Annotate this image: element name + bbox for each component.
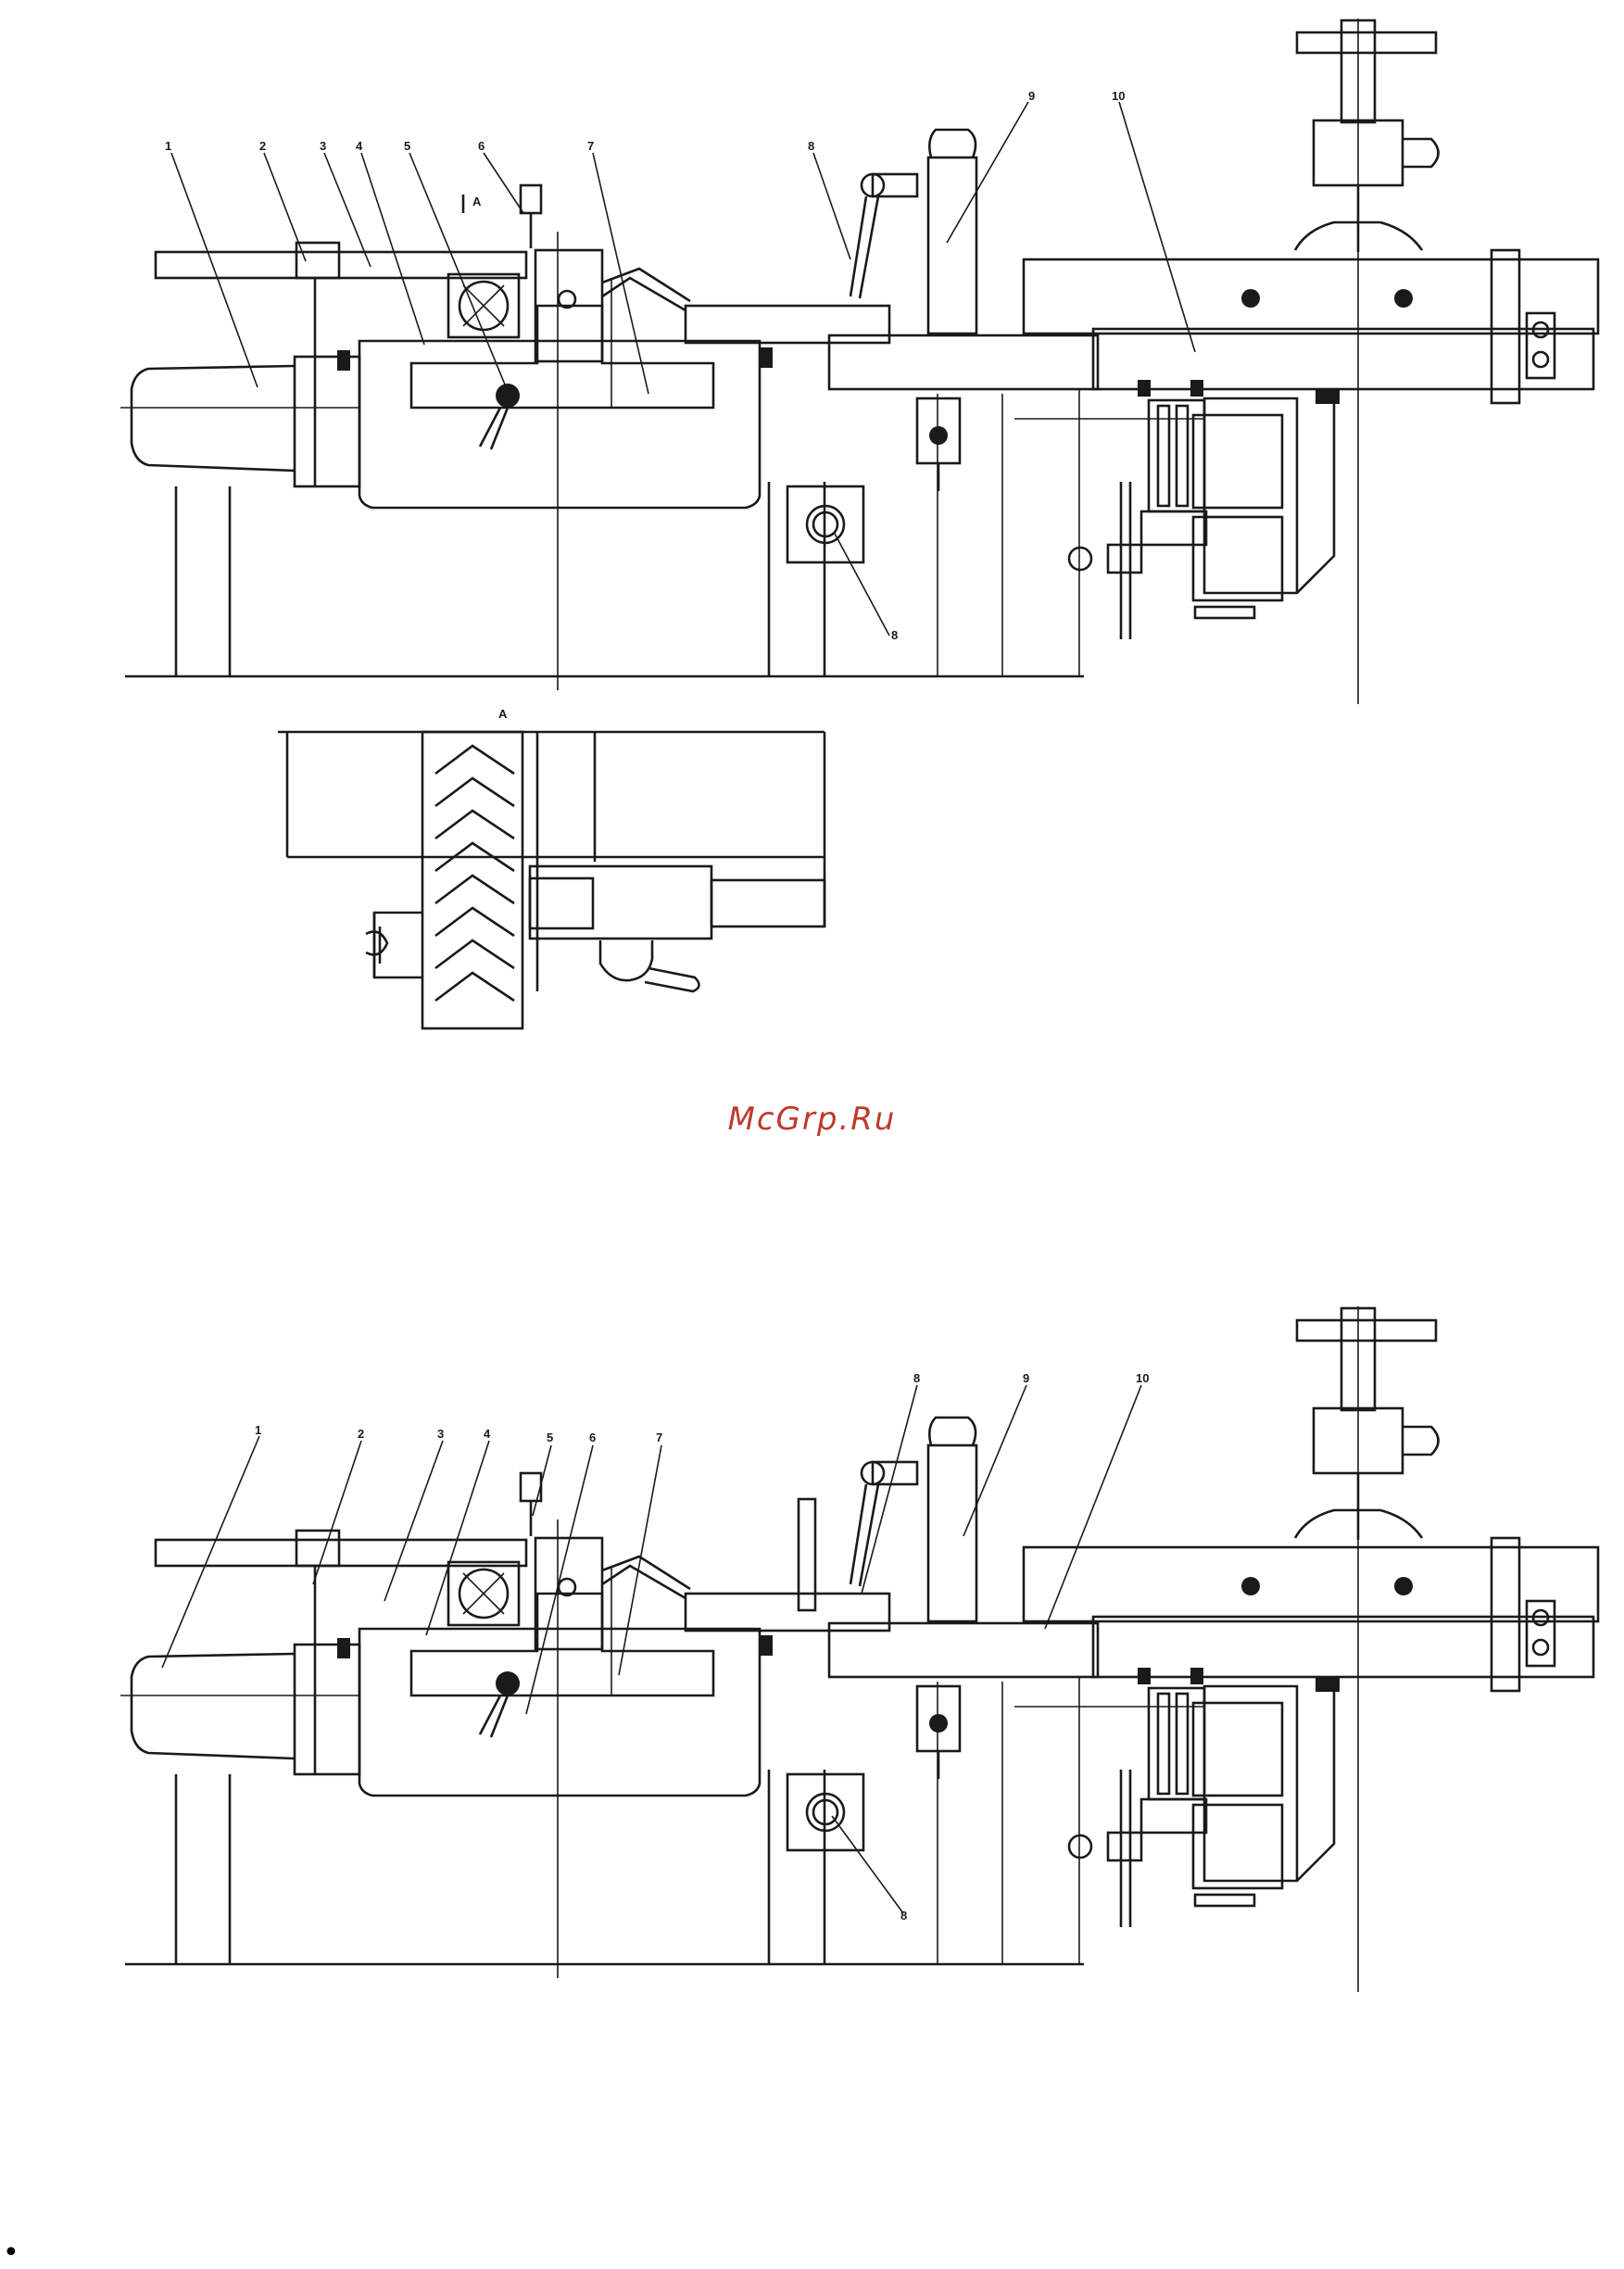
top-label-9: 9 xyxy=(1028,89,1035,103)
section-mark-a: A xyxy=(472,195,482,208)
top-label-4: 4 xyxy=(356,139,363,153)
bottom-label-9: 9 xyxy=(1023,1371,1029,1385)
top-label-8b: 8 xyxy=(891,628,898,642)
serrated-jaw xyxy=(435,746,514,1001)
bottom-label-8b: 8 xyxy=(900,1909,907,1922)
bottom-label-10: 10 xyxy=(1136,1371,1149,1385)
top-label-5: 5 xyxy=(404,139,410,153)
bottom-label-5: 5 xyxy=(547,1431,553,1444)
detail-label-a: A xyxy=(498,707,508,721)
bottom-label-3: 3 xyxy=(437,1427,444,1441)
watermark: McGrp.Ru xyxy=(0,1101,1624,1138)
bottom-label-1: 1 xyxy=(255,1423,261,1437)
top-label-2: 2 xyxy=(259,139,266,153)
top-label-6: 6 xyxy=(478,139,485,153)
bottom-label-8: 8 xyxy=(913,1371,920,1385)
bottom-label-4: 4 xyxy=(484,1427,491,1441)
bottom-part-labels: 1 2 3 4 5 6 7 8 9 10 8 xyxy=(255,1371,1149,1922)
top-label-3: 3 xyxy=(320,139,326,153)
bottom-label-2: 2 xyxy=(358,1427,364,1441)
top-machine-view xyxy=(120,19,1598,704)
top-label-8: 8 xyxy=(808,139,814,153)
bottom-leader-lines xyxy=(162,1385,1141,1913)
bottom-machine-view xyxy=(120,1306,1598,1992)
detail-a-view: A xyxy=(278,707,825,1028)
top-label-1: 1 xyxy=(165,139,171,153)
top-leader-lines xyxy=(171,102,1195,636)
bottom-label-6: 6 xyxy=(589,1431,596,1444)
bottom-label-7: 7 xyxy=(656,1431,662,1444)
top-label-7: 7 xyxy=(587,139,594,153)
top-label-10: 10 xyxy=(1112,89,1125,103)
top-part-labels: 1 2 3 4 5 6 7 8 9 10 8 A xyxy=(165,89,1125,642)
